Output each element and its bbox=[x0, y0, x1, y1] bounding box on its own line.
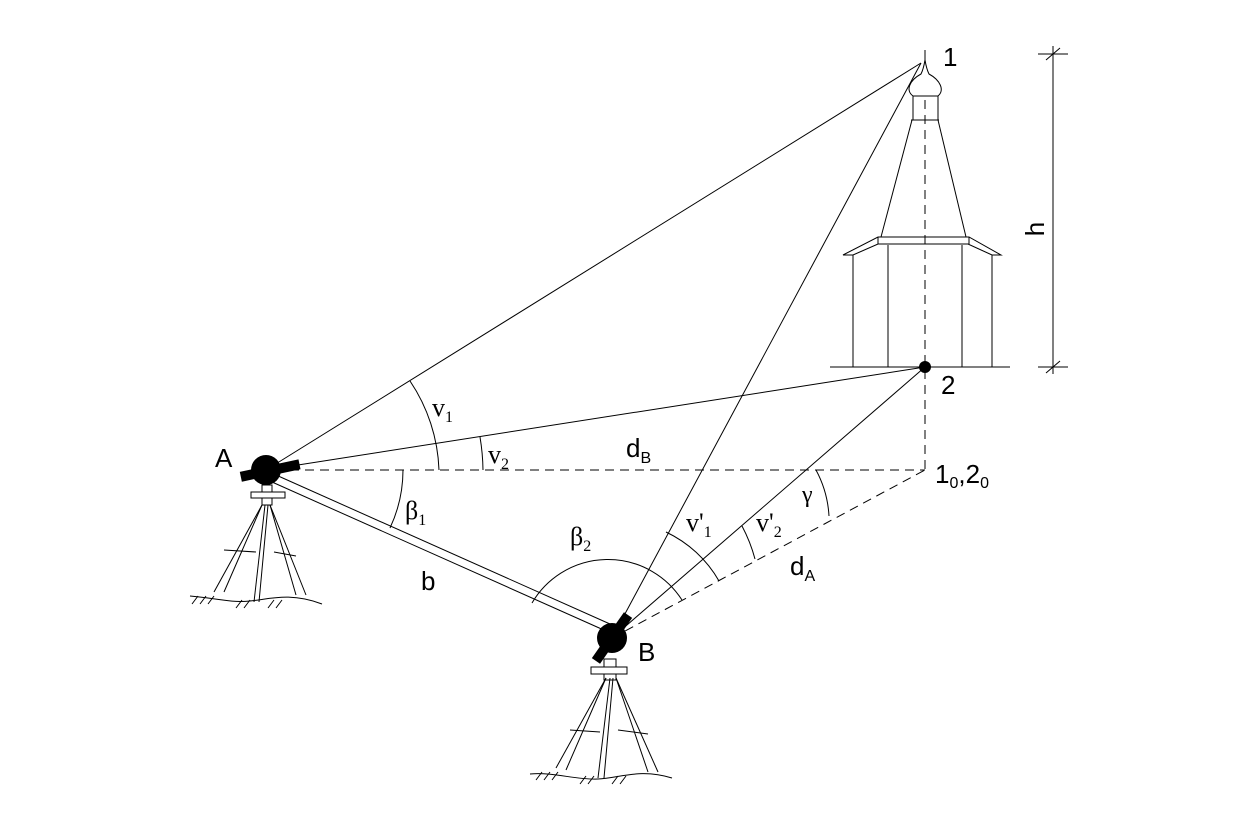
label-1: 1 bbox=[943, 42, 957, 72]
horizontal-dA bbox=[611, 469, 926, 639]
point-2-marker bbox=[919, 361, 931, 373]
arc-v2-prime bbox=[741, 525, 756, 560]
instrument-A bbox=[189, 455, 323, 609]
instrument-B-body bbox=[597, 623, 627, 653]
spire-edge bbox=[880, 119, 913, 238]
baseline-b bbox=[271, 481, 607, 632]
baseline-b-inner bbox=[275, 474, 611, 625]
arc-v1-prime bbox=[665, 531, 720, 582]
label-v1-prime: v'1 bbox=[686, 508, 712, 541]
label-B: B bbox=[638, 637, 655, 667]
sight-A-to-1 bbox=[265, 62, 922, 471]
height-dimension bbox=[1038, 46, 1068, 374]
sight-lines bbox=[265, 62, 926, 639]
angle-arcs bbox=[389, 380, 830, 604]
instrument-B bbox=[529, 612, 673, 785]
label-beta1: β1 bbox=[405, 496, 426, 529]
label-v2-prime: v'2 bbox=[756, 508, 782, 541]
label-A: A bbox=[215, 443, 233, 473]
label-b: b bbox=[421, 566, 435, 596]
label-dB: dB bbox=[626, 433, 651, 467]
label-dA: dA bbox=[790, 551, 815, 585]
tower-roof bbox=[842, 236, 1003, 256]
arc-v1 bbox=[409, 380, 440, 471]
instrument-A-body bbox=[251, 455, 281, 485]
label-h: h bbox=[1020, 222, 1050, 236]
arc-beta2 bbox=[531, 559, 683, 604]
spire-edge bbox=[937, 119, 967, 238]
label-v1: v1 bbox=[432, 393, 453, 426]
label-v2: v2 bbox=[488, 440, 509, 473]
sight-B-to-2 bbox=[611, 366, 926, 639]
arc-v2 bbox=[479, 436, 484, 471]
labels: A B 1 2 10,20 h b v1 v2 β1 β2 v'1 v'2 γ … bbox=[215, 42, 1050, 667]
label-base-point: 10,20 bbox=[935, 459, 989, 492]
label-beta2: β2 bbox=[570, 522, 591, 555]
arc-gamma bbox=[815, 469, 830, 517]
onion-dome bbox=[908, 59, 942, 97]
label-2: 2 bbox=[941, 370, 955, 400]
tower bbox=[830, 50, 1010, 470]
sight-A-to-2 bbox=[265, 366, 926, 471]
arc-beta1 bbox=[389, 469, 404, 529]
sight-B-to-1 bbox=[611, 62, 922, 639]
label-gamma: γ bbox=[801, 482, 813, 508]
